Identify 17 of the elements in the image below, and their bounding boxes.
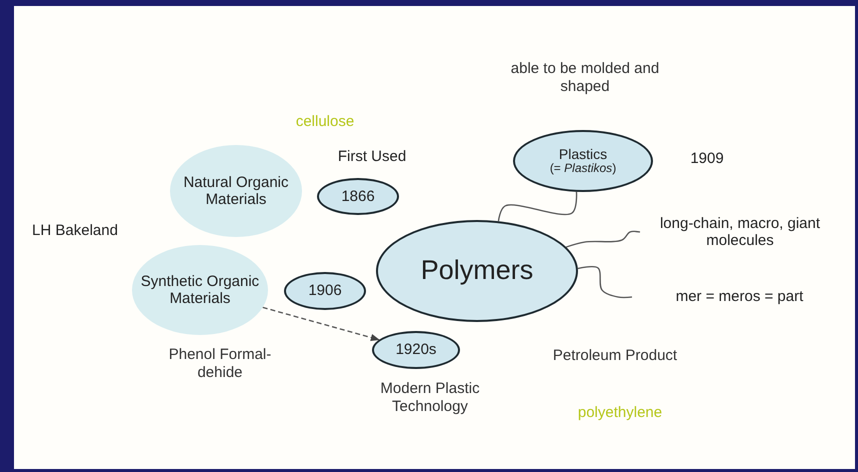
annotation-text: mer = meros = part [632, 286, 847, 308]
annotation-text: Petroleum Product [552, 347, 678, 365]
node-title: Plastics [558, 146, 608, 162]
connector-line [566, 230, 640, 248]
node-subtitle: (= Plastikos) [550, 162, 616, 176]
node-annotation: able to be molded and shaped [510, 60, 660, 96]
connector-line [498, 192, 578, 222]
annotation-text: First Used [336, 148, 408, 166]
material-example: cellulose [294, 113, 356, 131]
node-annotation: Modern Plastic Technology [379, 380, 481, 416]
inventor-name: LH Bakeland [31, 222, 119, 240]
connector-line [578, 266, 632, 298]
annotation-text: long-chain, macro, giant molecules [640, 212, 840, 252]
arrow [262, 306, 380, 342]
material-name: Phenol Formal- dehide [168, 346, 272, 382]
material-example: polyethylene [576, 404, 664, 422]
node-annotation: 1909 [689, 150, 725, 168]
